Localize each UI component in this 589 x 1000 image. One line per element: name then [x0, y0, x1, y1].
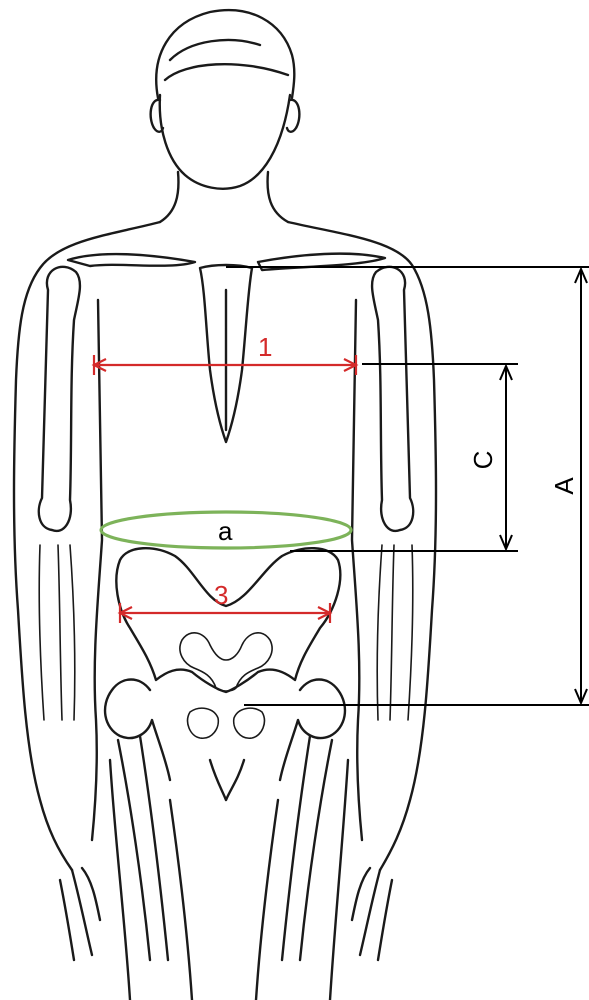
- left-leg: [110, 760, 192, 1000]
- hair: [156, 10, 294, 98]
- sternum: [200, 265, 252, 442]
- right-femur: [282, 736, 332, 960]
- dimension-a-label: A: [549, 477, 579, 495]
- dimension-c: C: [290, 364, 518, 551]
- right-hand: [352, 868, 392, 960]
- body-outline: [14, 10, 436, 1000]
- right-hip-joint: [280, 680, 345, 781]
- right-torso-side: [352, 300, 362, 840]
- dimension-a: A: [226, 267, 589, 705]
- neck: [160, 172, 288, 222]
- left-hand: [60, 868, 100, 960]
- left-hip-joint: [105, 680, 170, 781]
- waist-label: a: [218, 516, 233, 546]
- pubis: [188, 708, 265, 738]
- left-forearm: [39, 545, 75, 720]
- left-humerus: [39, 267, 80, 531]
- left-torso-side: [92, 300, 102, 840]
- right-shoulder-arm: [288, 222, 436, 870]
- left-shoulder-arm: [14, 222, 160, 870]
- pelvis-width-label: 3: [214, 580, 228, 610]
- crotch: [210, 760, 244, 800]
- pelvis-width-measure: 3: [120, 580, 330, 623]
- left-clavicle: [68, 254, 195, 266]
- right-forearm: [377, 545, 413, 720]
- chest-width-label: 1: [258, 332, 272, 362]
- sacrum: [180, 633, 272, 691]
- right-humerus: [372, 267, 413, 531]
- pelvis: [116, 548, 340, 692]
- left-femur: [118, 736, 168, 960]
- dimension-c-label: C: [468, 451, 498, 470]
